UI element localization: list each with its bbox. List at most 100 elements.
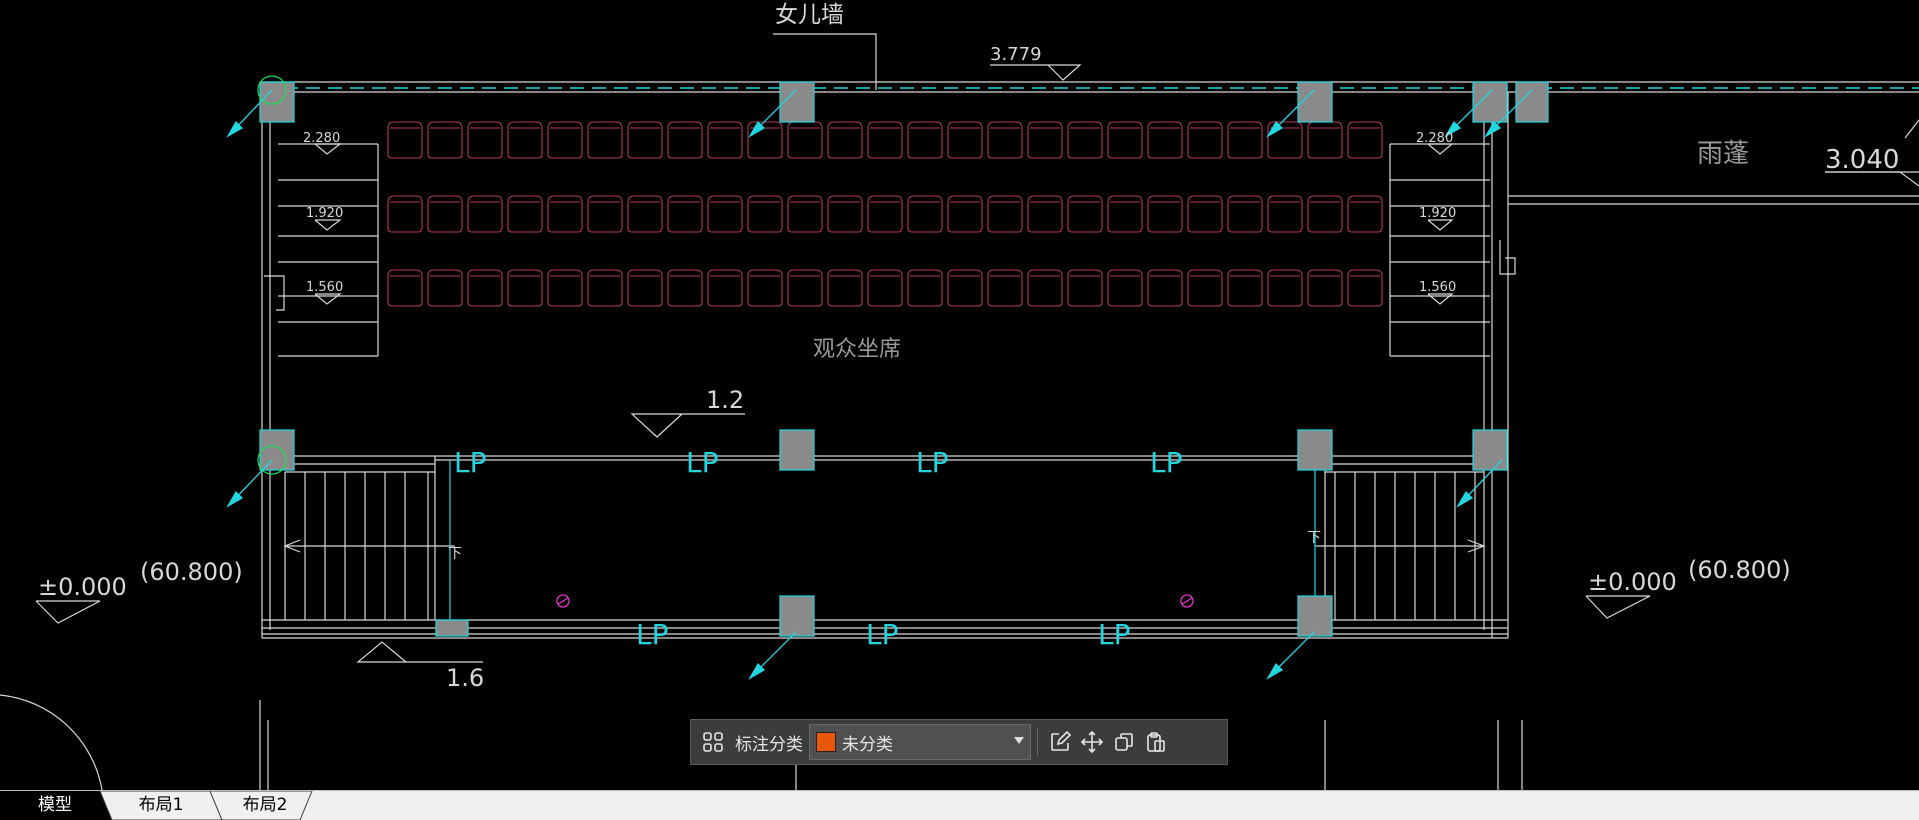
structural-columns <box>259 81 1549 637</box>
seat <box>907 269 943 307</box>
seat <box>507 269 543 307</box>
seat <box>907 121 943 159</box>
tab-model[interactable]: 模型 <box>38 795 72 815</box>
seat <box>1227 121 1263 159</box>
stage-level: 1.2 <box>706 386 744 414</box>
seat <box>1027 121 1063 159</box>
seat <box>1107 121 1143 159</box>
seat <box>1187 121 1223 159</box>
seat <box>987 195 1023 233</box>
seat <box>547 195 583 233</box>
seat <box>467 269 503 307</box>
seat <box>427 121 463 159</box>
seat <box>627 195 663 233</box>
seat <box>747 269 783 307</box>
chevron-down-icon <box>1014 737 1024 744</box>
seat <box>827 269 863 307</box>
seat <box>387 121 423 159</box>
seat <box>1067 121 1103 159</box>
parapet-label: 女儿墙 <box>775 2 844 28</box>
bottom-level: 1.6 <box>446 664 484 692</box>
tab-layout2[interactable]: 布局2 <box>242 795 288 815</box>
step-elevation-left-3: 1.560 <box>306 280 343 295</box>
seat <box>907 195 943 233</box>
step-elevation-right-3: 1.560 <box>1419 280 1456 295</box>
seat <box>1107 269 1143 307</box>
grid-icon[interactable] <box>697 726 729 758</box>
audience-seats <box>387 121 1383 307</box>
seat <box>1267 269 1303 307</box>
seat <box>667 195 703 233</box>
absolute-elevation-left: (60.800) <box>140 558 243 586</box>
paste-icon[interactable] <box>1140 726 1172 758</box>
beam-tag: LP <box>866 618 898 651</box>
seat <box>1347 195 1383 233</box>
seat <box>1347 121 1383 159</box>
seat <box>787 195 823 233</box>
seat <box>627 269 663 307</box>
seat <box>1227 195 1263 233</box>
seat <box>427 269 463 307</box>
copy-icon[interactable] <box>1108 726 1140 758</box>
tab-shapes <box>0 791 313 820</box>
ground-level-right: ±0.000 <box>1588 568 1677 596</box>
stair-down-right: 下 <box>1307 530 1321 546</box>
step-elevation-left-1: 2.280 <box>303 131 340 146</box>
seat <box>667 121 703 159</box>
category-dropdown[interactable]: 未分类 <box>809 724 1031 760</box>
beam-tag: LP <box>636 618 668 651</box>
seat <box>1147 269 1183 307</box>
seat <box>987 121 1023 159</box>
seat <box>1027 269 1063 307</box>
seat <box>1147 121 1183 159</box>
canopy-elevation: 3.040 <box>1825 145 1899 175</box>
beam-tag: LP <box>454 446 486 479</box>
move-icon[interactable] <box>1076 726 1108 758</box>
stair-down-left: 下 <box>448 546 462 562</box>
seat <box>587 195 623 233</box>
seat <box>1147 195 1183 233</box>
grip-markers <box>257 75 287 475</box>
seat <box>1227 269 1263 307</box>
seat <box>987 269 1023 307</box>
seat <box>1187 195 1223 233</box>
seat <box>627 121 663 159</box>
seating-label: 观众坐席 <box>813 337 901 362</box>
elevation-symbols <box>35 64 1900 663</box>
annotation-toolbar: 标注分类 未分类 <box>690 719 1228 765</box>
beam-tag: LP <box>1150 446 1182 479</box>
beam-tag: LP <box>916 446 948 479</box>
seat <box>707 269 743 307</box>
seat <box>707 121 743 159</box>
seat <box>947 269 983 307</box>
seat <box>1307 269 1343 307</box>
seat <box>947 195 983 233</box>
seat <box>1067 269 1103 307</box>
seat <box>427 195 463 233</box>
tab-layout1[interactable]: 布局1 <box>138 795 184 815</box>
seat <box>507 195 543 233</box>
seat <box>467 121 503 159</box>
seat <box>387 195 423 233</box>
seat <box>1027 195 1063 233</box>
seat <box>827 121 863 159</box>
canopy-label: 雨蓬 <box>1697 139 1749 169</box>
seat <box>547 121 583 159</box>
seat <box>1347 269 1383 307</box>
seat <box>587 269 623 307</box>
beam-tag: LP <box>686 446 718 479</box>
seat <box>387 269 423 307</box>
step-elevation-left-2: 1.920 <box>306 206 343 221</box>
edit-icon[interactable] <box>1044 726 1076 758</box>
seat <box>507 121 543 159</box>
beam-tag: LP <box>1098 618 1130 651</box>
cad-drawing-canvas[interactable]: 女儿墙 3.779 雨蓬 3.040 观众坐席 2.280 1.920 1.56… <box>0 0 1919 790</box>
seat <box>667 269 703 307</box>
absolute-elevation-right: (60.800) <box>1688 556 1791 584</box>
parapet-elevation: 3.779 <box>990 44 1042 65</box>
category-value: 未分类 <box>842 734 893 755</box>
seat <box>587 121 623 159</box>
seat <box>747 195 783 233</box>
layout-tab-bar: 模型 布局1 布局2 <box>0 790 1919 820</box>
seat <box>707 195 743 233</box>
